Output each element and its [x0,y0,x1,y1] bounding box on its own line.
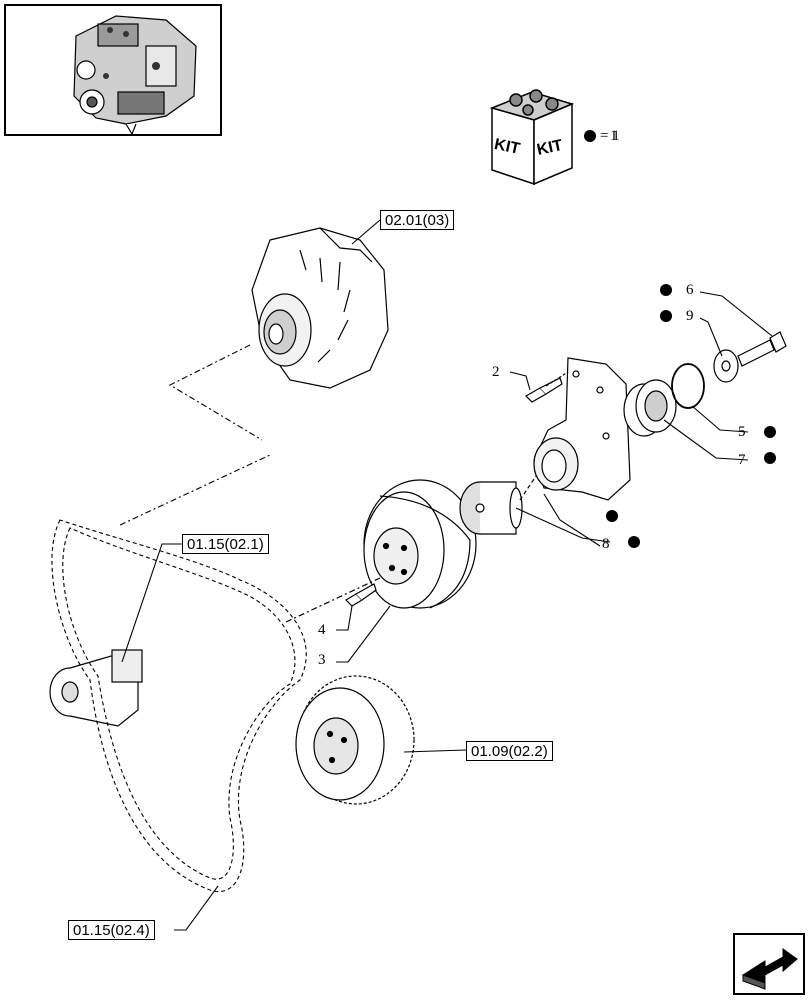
bolt-6-drawing [737,331,787,367]
tensioner-drawing [49,649,143,727]
crank-pulley-drawing [295,675,415,805]
belt-drawing [51,344,307,893]
engine-thumbnail-icon [73,15,197,136]
washer-drawing [713,349,739,383]
kit-legend-text: = 1 [600,128,620,144]
hub-drawing [459,469,541,535]
kit-markers [606,284,776,548]
part-number-8: 8 [602,536,610,552]
part-number-1: 1 [610,128,618,144]
next-page-button[interactable] [733,933,805,995]
part-number-2: 2 [492,364,500,380]
part-number-7: 7 [738,452,746,468]
ref-belt[interactable]: 01.15(02.4) [68,920,155,940]
bolt-4-drawing [345,583,377,607]
part-number-6: 6 [686,282,694,298]
kit-label-left: KIT [493,136,522,158]
next-page-arrow-icon [741,948,798,990]
pump-pulley-drawing [285,479,477,623]
kit-legend-dot [584,130,596,142]
bearing-drawing [623,379,677,437]
pump-housing-drawing [533,357,631,501]
leader-lines [121,219,773,931]
alternator-drawing [251,227,389,389]
ref-alternator[interactable]: 02.01(03) [380,210,455,230]
kit-label-right: KIT [535,137,564,159]
engine-thumbnail[interactable] [4,4,222,136]
part-number-5: 5 [738,424,746,440]
ref-belt-tensioner[interactable]: 01.15(02.1) [182,534,269,554]
kit-box-icon [489,89,575,186]
part-number-3: 3 [318,652,326,668]
ref-crank-pulley[interactable]: 01.09(02.2) [466,741,553,761]
bolt-2-drawing [525,371,569,403]
snap-ring-drawing [671,363,705,409]
part-number-9: 9 [686,308,694,324]
part-number-4: 4 [318,622,326,638]
